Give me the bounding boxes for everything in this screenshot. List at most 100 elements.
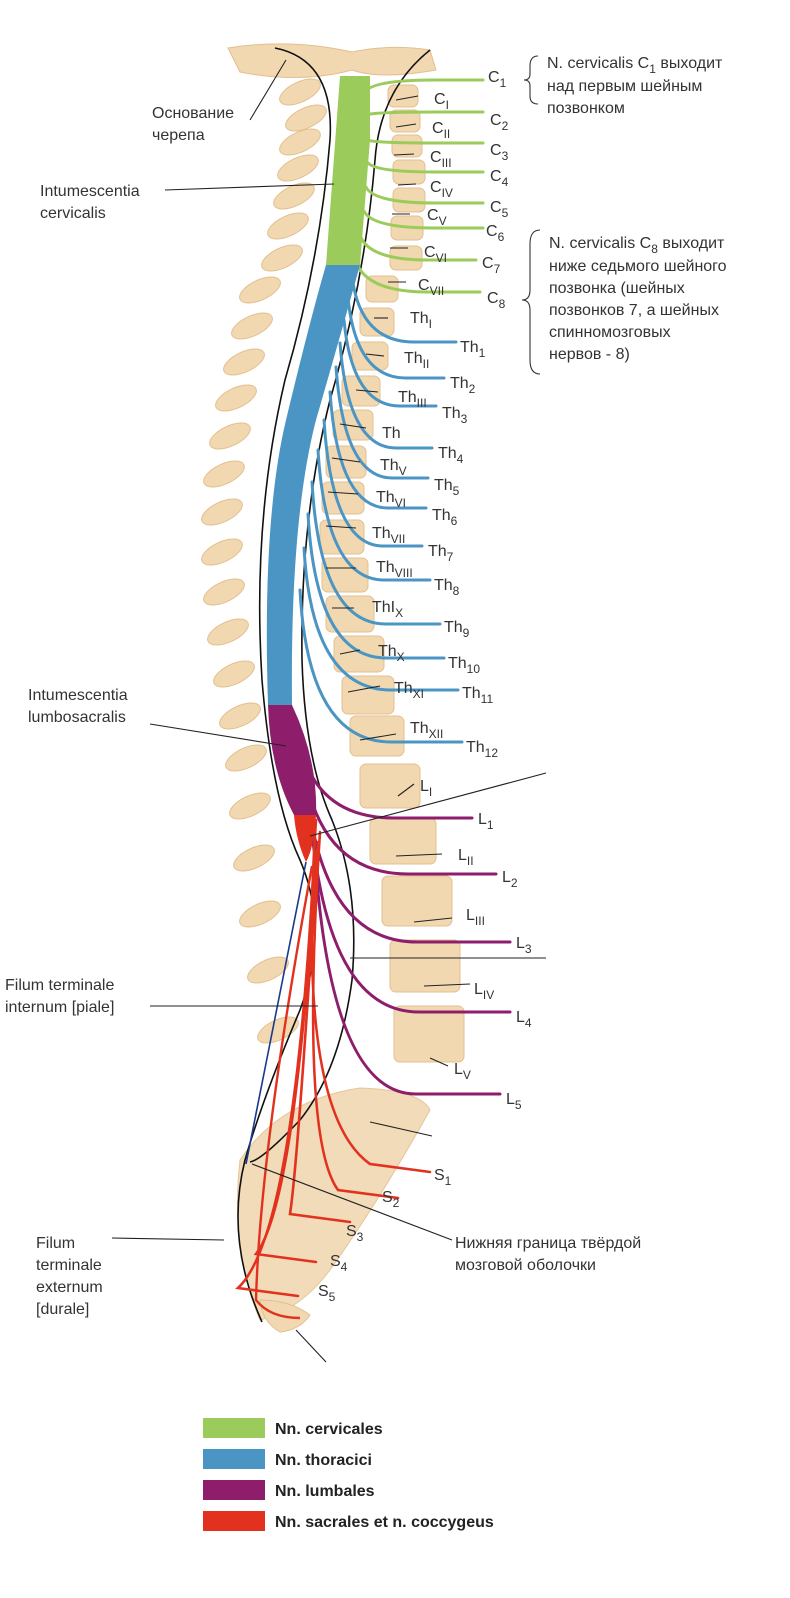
vertebra-label-base: L bbox=[458, 847, 467, 864]
nerve-label: Th3 bbox=[442, 405, 468, 426]
cord-sacral-segment bbox=[294, 815, 316, 862]
nerve-label: Th12 bbox=[466, 739, 498, 760]
nerve-label-sub: 2 bbox=[511, 876, 518, 890]
vertebra-label-base: C bbox=[427, 207, 439, 224]
vertebra-label-base: Th bbox=[410, 720, 429, 737]
vertebral-body bbox=[341, 675, 395, 715]
vertebra-label-sub: I bbox=[429, 317, 432, 331]
spinal-nerve bbox=[358, 233, 478, 262]
vertebra-label-base: Th bbox=[376, 559, 395, 576]
spinous-process bbox=[239, 900, 281, 928]
vertebra-leader bbox=[365, 353, 385, 357]
spinous-process bbox=[261, 244, 303, 272]
nerve-label-sub: 1 bbox=[487, 818, 494, 832]
vertebra-label: LIV bbox=[474, 981, 494, 1002]
nerve-label-sub: 1 bbox=[500, 76, 507, 90]
nerve-label-base: Th bbox=[444, 619, 463, 636]
nerve-label-base: Th bbox=[462, 685, 481, 702]
nerve-label-sub: 4 bbox=[457, 452, 464, 466]
vertebra-label: ThIX bbox=[372, 599, 403, 620]
spinous-process bbox=[231, 312, 273, 340]
nerve-label-sub: 6 bbox=[498, 230, 505, 244]
nerve-label-sub: 2 bbox=[502, 119, 509, 133]
nerve-label-sub: 4 bbox=[525, 1016, 532, 1030]
nerve-label-base: Th bbox=[442, 405, 461, 422]
nerve-label: S5 bbox=[318, 1283, 336, 1304]
nerve-label: C4 bbox=[490, 168, 509, 189]
vertebra-label: ThXI bbox=[394, 680, 424, 701]
vertebra-leader bbox=[423, 983, 471, 987]
nerve-label: C1 bbox=[488, 69, 507, 90]
vertebra-label: CVII bbox=[418, 277, 444, 298]
nerve-label: S3 bbox=[346, 1223, 364, 1244]
nerve-label-base: C bbox=[490, 142, 502, 159]
spinous-process bbox=[247, 956, 289, 984]
spinous-process bbox=[209, 422, 251, 450]
spinous-process bbox=[273, 182, 315, 210]
nerve-label-sub: 3 bbox=[357, 1230, 364, 1244]
nerve-label-base: Th bbox=[428, 543, 447, 560]
vertebra-label-base: C bbox=[434, 91, 446, 108]
intumescentia-cervicalis-label: Intumescentia cervicalis bbox=[40, 183, 140, 222]
vertebra-label-base: L bbox=[420, 778, 429, 795]
legend-label: Nn. sacrales et n. coccygeus bbox=[275, 1514, 494, 1531]
skull-base-label-line: черепа bbox=[152, 127, 205, 144]
dura-limit-leader bbox=[251, 1163, 453, 1241]
nerve-label-sub: 10 bbox=[467, 662, 481, 676]
vertebra-label-base: Th bbox=[372, 525, 391, 542]
spinal-nerve bbox=[362, 209, 485, 230]
spinous-process bbox=[285, 104, 327, 132]
vertebra-leader bbox=[429, 1057, 449, 1067]
vertebra-leader bbox=[395, 123, 417, 128]
vertebral-body bbox=[391, 134, 423, 158]
vertebra-label-base: Th bbox=[398, 389, 417, 406]
vertebra-label-base: C bbox=[430, 149, 442, 166]
vertebra-label-sub: VI bbox=[436, 251, 447, 265]
vertebra-label-base: L bbox=[474, 981, 483, 998]
intumescentia-cervicalis-label-line: Intumescentia bbox=[40, 183, 140, 200]
spinal-nerve bbox=[365, 138, 485, 145]
os-coccygis-leader bbox=[295, 1329, 327, 1363]
vertebra-label-base: Th bbox=[382, 425, 401, 442]
nerve-label-base: Th bbox=[432, 507, 451, 524]
vertebra-label-base: L bbox=[466, 907, 475, 924]
spinal-nerve bbox=[310, 480, 442, 626]
vertebra-label-sub: X bbox=[397, 650, 405, 664]
spinal-nerve bbox=[316, 448, 432, 582]
note-c1-line: над первым шейным bbox=[547, 78, 702, 95]
note-c8-line: позвонка (шейных bbox=[549, 280, 685, 297]
intumescentia-cervicalis-label-line: cervicalis bbox=[40, 205, 106, 222]
vertebra-leader bbox=[325, 525, 357, 529]
vertebra-label-sub: VI bbox=[395, 496, 406, 510]
nerve-label-sub: 4 bbox=[502, 175, 509, 189]
os-sacrum-leader bbox=[369, 1121, 433, 1137]
vertebra-leader bbox=[413, 917, 453, 923]
nerve-label-base: Th bbox=[438, 445, 457, 462]
spinal-nerve bbox=[306, 512, 446, 660]
vertebra-label: ThVII bbox=[372, 525, 405, 546]
spinous-process bbox=[201, 498, 243, 526]
spinous-process bbox=[203, 460, 245, 488]
vertebra-label: CII bbox=[432, 120, 450, 141]
spinal-nerve bbox=[235, 858, 316, 1298]
vertebra-label-sub: XII bbox=[429, 727, 444, 741]
filum-externum-label-line: externum bbox=[36, 1279, 103, 1296]
spinal-nerve bbox=[338, 341, 434, 450]
nerve-label: S2 bbox=[382, 1189, 400, 1210]
vertebra-leader bbox=[327, 491, 359, 495]
vertebra-label-base: C bbox=[432, 120, 444, 137]
spinous-process bbox=[239, 276, 281, 304]
nerve-label-base: C bbox=[490, 112, 502, 129]
nerve-label-sub: 2 bbox=[469, 382, 476, 396]
vertebra-label-sub: V bbox=[439, 214, 447, 228]
spinal-nerve bbox=[364, 185, 485, 205]
spinous-process bbox=[223, 348, 265, 376]
note-c8-line: нервов - 8) bbox=[549, 346, 630, 363]
legend-label: Nn. cervicales bbox=[275, 1421, 383, 1438]
nerve-label-base: L bbox=[506, 1091, 515, 1108]
nerve-label-base: S bbox=[318, 1283, 329, 1300]
